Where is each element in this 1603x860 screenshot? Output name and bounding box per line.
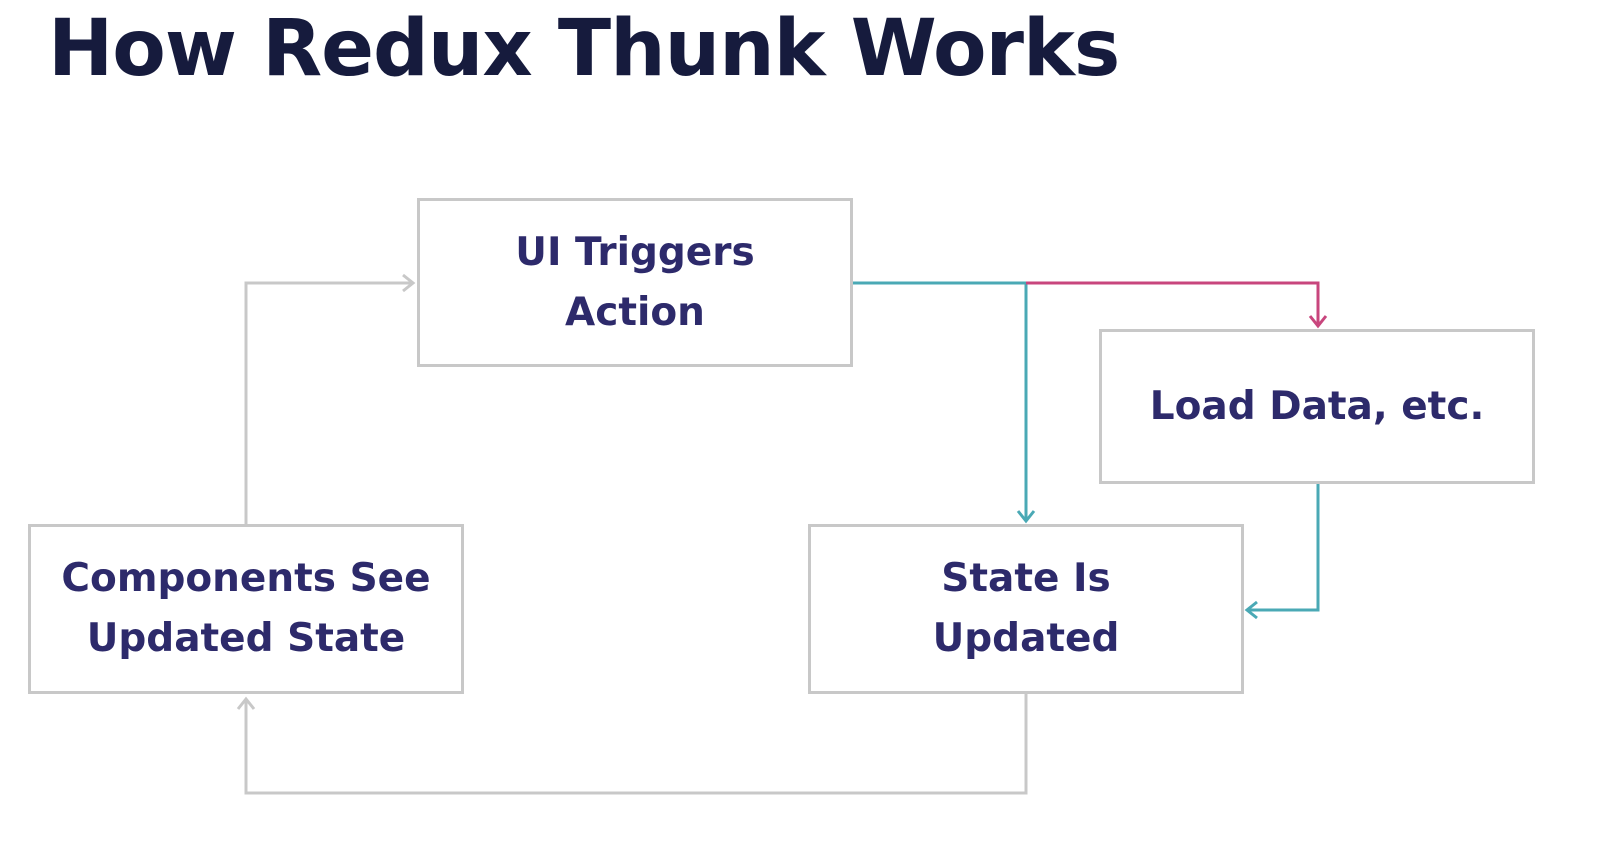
node-label: Load Data, etc. [1149,383,1485,429]
arrow-load-data-to-state [1248,484,1320,612]
arrow-ui-to-load-data [1026,281,1320,325]
arrowhead-state-top-icon [1016,510,1036,524]
node-load-data: Load Data, etc. [1099,329,1535,484]
node-components-see-updated-state: Components See Updated State [28,524,464,694]
node-label: UI Triggers Action [515,229,755,335]
arrowhead-load-data-icon [1308,315,1328,329]
arrowhead-components-icon [236,696,256,710]
arrow-state-to-components [244,693,1028,795]
node-label: Components See Updated State [61,556,431,661]
arrow-components-to-ui [244,281,412,527]
node-ui-triggers-action: UI Triggers Action [417,198,853,367]
page-title: How Redux Thunk Works [48,4,1120,94]
node-state-is-updated: State Is Updated [808,524,1244,694]
node-label: State Is Updated [932,556,1120,661]
arrowhead-state-right-icon [1244,600,1258,620]
arrowhead-ui-icon [402,273,416,293]
arrow-ui-to-state [853,281,1028,520]
